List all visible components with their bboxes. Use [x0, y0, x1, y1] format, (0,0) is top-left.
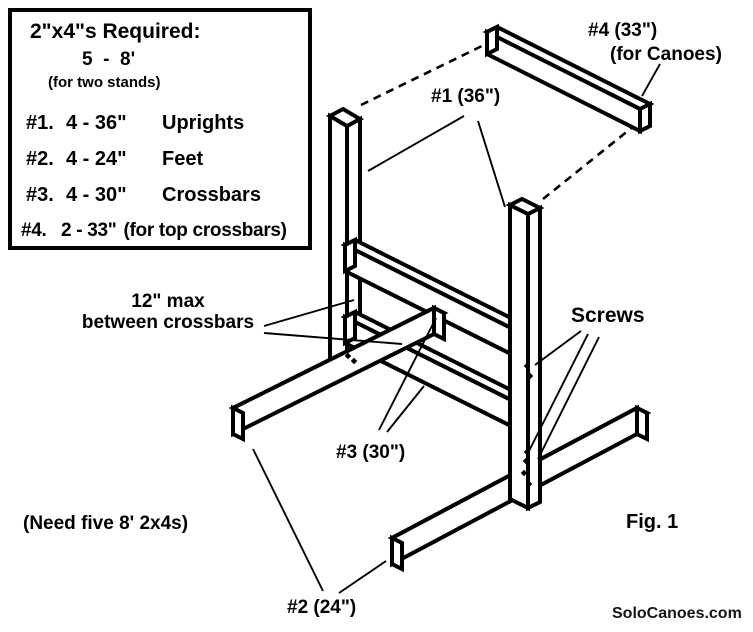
upright-label: #1 (36") — [431, 86, 501, 107]
materials-item-top-crossbars: #4. 2 - 33" (for top crossbars) — [21, 220, 308, 242]
top-crossbar-note-label: (for Canoes) — [610, 44, 722, 65]
right-upright-side-face — [526, 204, 542, 512]
leader-lines — [252, 63, 661, 594]
screws-leader-lower-1 — [528, 333, 589, 452]
screw-marks — [344, 352, 534, 488]
item-number: #1. — [26, 112, 54, 134]
spacing-leader-upper — [263, 299, 355, 327]
materials-item-crossbars: #3. 4 - 30" Crossbars — [26, 184, 308, 207]
screws-label: Screws — [571, 304, 645, 327]
watermark: SoloCanoes.com — [612, 605, 742, 622]
materials-item-feet: #2. 4 - 24" Feet — [26, 148, 308, 171]
item-qty-size: 4 - 24" — [66, 148, 127, 170]
right-foot-front-end — [390, 534, 404, 573]
screws-leader-upper — [534, 330, 582, 366]
upper-crossbar — [340, 236, 542, 366]
right-foot-back-end — [635, 404, 649, 443]
screw-mark — [350, 357, 358, 365]
foot-leader-left — [252, 448, 324, 592]
left-foot-back-end — [432, 304, 446, 343]
screws-leader-lower-2 — [537, 336, 600, 460]
screw-mark — [344, 352, 352, 360]
top-crossbar-bar — [482, 23, 655, 135]
top-crossbar-leader — [641, 63, 661, 97]
spacing-label-line1: 12" max — [131, 291, 205, 312]
screw-mark — [523, 448, 531, 456]
screw-mark — [522, 457, 530, 465]
figure-caption: Fig. 1 — [626, 511, 679, 533]
dashed-guide-left — [360, 43, 485, 107]
materials-title: 2"x4"s Required: — [30, 20, 201, 43]
item-number: #3. — [26, 184, 54, 206]
spacing-label-line2: between crossbars — [81, 311, 255, 333]
spacing-label: 12" max between crossbars — [68, 291, 268, 334]
item-qty-size: 2 - 33" — [61, 220, 117, 241]
left-foot — [228, 304, 449, 443]
left-upright-top-face — [325, 106, 365, 129]
top-crossbar-right-end — [638, 100, 652, 135]
screw-mark — [520, 469, 528, 477]
dashed-guide-right — [542, 124, 635, 201]
right-upright — [505, 196, 545, 512]
item-number: #2. — [26, 148, 54, 170]
right-upright-top-face — [505, 196, 545, 217]
lumber-note-label: (Need five 8' 2x4s) — [23, 513, 189, 534]
materials-note: (for two stands) — [48, 74, 161, 91]
screw-mark — [526, 372, 534, 380]
screw-mark — [523, 362, 531, 370]
foot-leader-right — [338, 560, 387, 594]
materials-subtitle: 5 - 8' — [82, 49, 136, 70]
item-name: (for top crossbars) — [123, 220, 288, 241]
top-crossbar-left-end — [485, 23, 499, 58]
materials-items: #1. 4 - 36" Uprights #2. 4 - 24" Feet #3… — [20, 112, 308, 242]
top-crossbar-label: #4 (33") — [588, 20, 658, 41]
foot-label: #2 (24") — [287, 597, 357, 618]
upper-crossbar-left-end — [343, 236, 357, 275]
item-qty-size: 4 - 36" — [66, 112, 127, 134]
item-number: #4. — [21, 220, 47, 241]
dashed-guide-lines — [360, 43, 635, 201]
item-qty-size: 4 - 30" — [66, 184, 127, 206]
materials-item-uprights: #1. 4 - 36" Uprights — [26, 112, 308, 135]
item-name: Crossbars — [162, 184, 261, 206]
upright-leader-left — [367, 115, 465, 172]
item-name: Feet — [162, 148, 204, 170]
crossbar-leader-lower — [386, 385, 425, 433]
screw-mark — [525, 480, 533, 488]
spacing-leader-lower — [263, 332, 403, 345]
upright-leader-right — [477, 120, 506, 208]
left-foot-front-end — [231, 404, 245, 443]
materials-box: 2"x4"s Required: 5 - 8' (for two stands)… — [8, 8, 312, 250]
item-name: Uprights — [162, 112, 245, 134]
crossbar-leader-upper — [378, 317, 437, 431]
lower-crossbar-left-end — [343, 308, 357, 347]
crossbar-label: #3 (30") — [336, 442, 406, 463]
